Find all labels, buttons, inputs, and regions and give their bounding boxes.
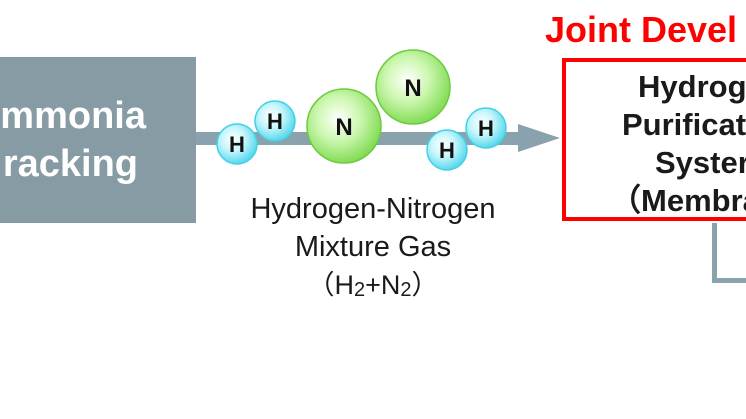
hydrogen-atom-4-label: H bbox=[478, 116, 494, 141]
purification-label-line2: Purificat bbox=[622, 107, 746, 142]
hydrogen-atom-1: H bbox=[216, 123, 258, 165]
formula-mid: +N bbox=[365, 270, 401, 300]
formula-close: ） bbox=[411, 270, 439, 300]
mixture-gas-name-line2: Mixture Gas bbox=[294, 231, 452, 263]
hydrogen-nitrogen-molecules: H H N N H H bbox=[216, 49, 507, 171]
flow-arrow-head bbox=[518, 124, 560, 152]
mixture-gas-name-line1: Hydrogen-Nitrogen bbox=[250, 193, 496, 225]
nitrogen-atom-1-label: N bbox=[335, 114, 352, 141]
hydrogen-atom-1-label: H bbox=[229, 132, 245, 157]
purification-system-box: Hydrog Purificat Syster （Membra bbox=[562, 58, 746, 221]
output-connector-vertical bbox=[712, 223, 717, 283]
output-connector-horizontal bbox=[712, 278, 746, 283]
formula-open: （H bbox=[307, 270, 354, 300]
cracking-label-line1: mmonia bbox=[0, 95, 146, 137]
hydrogen-atom-3: H bbox=[426, 129, 468, 171]
ammonia-cracking-label: mmonia racking bbox=[0, 92, 196, 192]
nitrogen-atom-2-label: N bbox=[404, 75, 421, 102]
mixture-gas-label: Hydrogen-Nitrogen Mixture Gas （H2+N2） bbox=[212, 190, 534, 307]
cracking-label-line2: racking bbox=[2, 143, 138, 185]
purification-label-line4: （Membra bbox=[610, 183, 746, 218]
hydrogen-atom-2: H bbox=[254, 100, 296, 142]
ammonia-cracking-box bbox=[0, 57, 196, 223]
mixture-gas-formula: （H2+N2） bbox=[212, 266, 534, 307]
formula-subscript-2: 2 bbox=[400, 279, 412, 301]
joint-development-label: Joint Devel bbox=[545, 9, 738, 50]
hydrogen-atom-3-label: H bbox=[439, 138, 455, 163]
hydrogen-atom-2-label: H bbox=[267, 109, 283, 134]
formula-subscript-1: 2 bbox=[353, 279, 366, 301]
nitrogen-atom-1: N bbox=[306, 88, 382, 164]
nitrogen-atom-2: N bbox=[375, 49, 451, 125]
purification-system-label: Hydrog Purificat Syster （Membra bbox=[566, 68, 746, 218]
hydrogen-atom-4: H bbox=[465, 107, 507, 149]
purification-label-line3: Syster bbox=[655, 145, 746, 180]
purification-label-line1: Hydrog bbox=[638, 69, 746, 104]
